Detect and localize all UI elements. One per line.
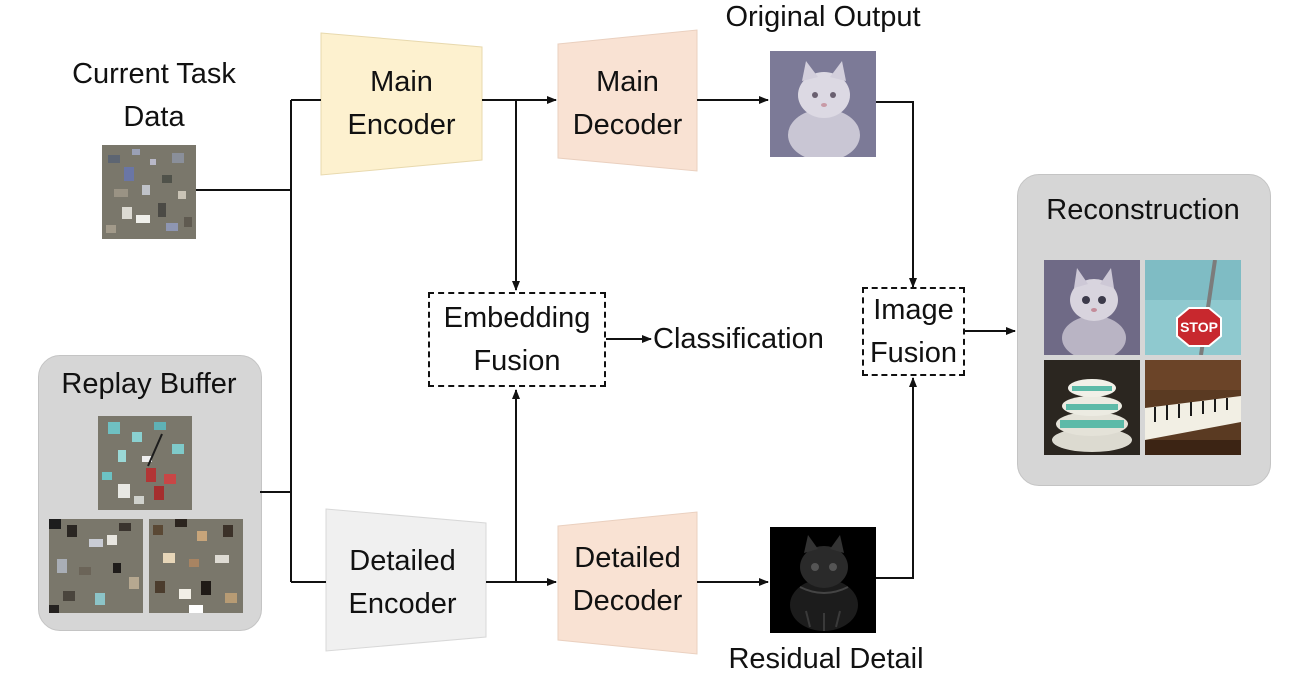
original-output-image bbox=[770, 51, 876, 157]
reconstruction-piano-image bbox=[1145, 360, 1241, 455]
detailed-encoder-shape bbox=[325, 508, 487, 652]
image-fusion-label-line2: Fusion bbox=[869, 337, 958, 369]
embedding-fusion-label-line1: Embedding bbox=[443, 302, 591, 334]
embedding-fusion-box bbox=[428, 292, 606, 387]
reconstruction-cat-image bbox=[1044, 260, 1140, 355]
reconstruction-label: Reconstruction bbox=[1046, 194, 1240, 226]
current-task-label-line2: Data bbox=[123, 101, 185, 133]
replay-buffer-image-1 bbox=[98, 416, 192, 510]
detailed-decoder-label-line2: Decoder bbox=[572, 585, 683, 617]
arrow-original-output-to-image-fusion bbox=[876, 101, 917, 288]
replay-buffer-label: Replay Buffer bbox=[61, 368, 237, 400]
detailed-encoder-label-line2: Encoder bbox=[348, 588, 457, 620]
original-output-label: Original Output bbox=[725, 1, 921, 33]
main-decoder-label-line2: Decoder bbox=[572, 109, 683, 141]
main-encoder-label-line2: Encoder bbox=[347, 109, 456, 141]
reconstruction-stop-sign-image: STOP bbox=[1145, 260, 1241, 355]
residual-detail-image bbox=[770, 527, 876, 633]
detailed-decoder-label-line1: Detailed bbox=[574, 542, 681, 574]
replay-buffer-image-3 bbox=[149, 519, 243, 613]
main-decoder-shape bbox=[557, 29, 698, 172]
residual-detail-label: Residual Detail bbox=[728, 643, 924, 675]
image-fusion-box bbox=[862, 287, 965, 376]
current-task-data-image bbox=[102, 145, 196, 239]
embedding-fusion-label-line2: Fusion bbox=[473, 345, 561, 377]
stop-sign-text: STOP bbox=[1180, 319, 1218, 335]
replay-buffer-image-2 bbox=[49, 519, 143, 613]
reconstruction-bowls-image bbox=[1044, 360, 1140, 455]
detailed-decoder-shape bbox=[557, 511, 698, 655]
classification-label: Classification bbox=[653, 323, 824, 355]
main-encoder-shape bbox=[320, 32, 483, 176]
detailed-encoder-label-line1: Detailed bbox=[349, 545, 456, 577]
image-fusion-label-line1: Image bbox=[873, 294, 954, 326]
main-decoder-label-line1: Main bbox=[596, 66, 659, 98]
main-encoder-label-line1: Main bbox=[370, 66, 433, 98]
current-task-label-line1: Current Task bbox=[72, 58, 236, 90]
arrow-residual-to-image-fusion bbox=[876, 377, 917, 579]
